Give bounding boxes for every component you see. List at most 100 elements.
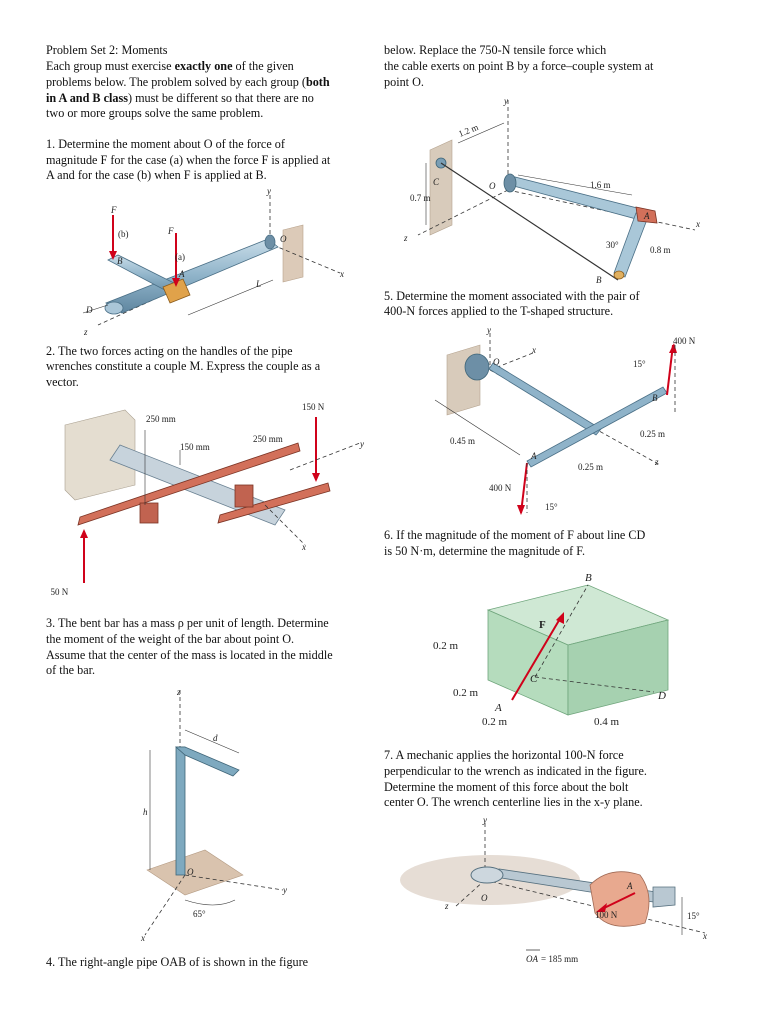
arrowhead xyxy=(172,278,180,287)
arrowhead xyxy=(556,612,564,624)
label-B: B xyxy=(585,572,592,584)
label-0.8m: 0.8 m xyxy=(650,245,671,255)
label-OA: OA xyxy=(526,954,538,964)
label-F-a: F xyxy=(167,226,174,236)
label-force-bottom: 150 N xyxy=(50,587,69,597)
label-F-b: F xyxy=(110,205,117,215)
label-250mm-a: 250 mm xyxy=(146,414,176,424)
problem-3-text: 3. The bent bar has a mass ρ per unit of… xyxy=(46,616,329,630)
intro-line-2: problems below. The problem solved by ea… xyxy=(46,75,330,91)
problem-2-text: vector. xyxy=(46,375,79,389)
page-title: Problem Set 2: Moments xyxy=(46,43,168,57)
mount-flange xyxy=(464,353,490,381)
z-axis xyxy=(489,369,661,466)
problem-7-text: 7. A mechanic applies the horizontal 100… xyxy=(384,748,624,762)
problem-4-text: below. Replace the 750-N tensile force w… xyxy=(384,43,607,57)
intro-emphasis: exactly one xyxy=(174,59,233,73)
arrowhead xyxy=(80,529,88,538)
label-C: C xyxy=(433,177,440,187)
intro-text: of the given xyxy=(232,59,294,73)
label-force-top: 400 N xyxy=(673,336,696,346)
wall-block xyxy=(64,409,136,501)
label-A: A xyxy=(494,702,502,714)
label-z: z xyxy=(403,233,408,243)
problem-5-text: 5. Determine the moment associated with … xyxy=(384,289,640,303)
dim-line xyxy=(82,304,109,314)
label-L: L xyxy=(255,279,261,289)
dim-line xyxy=(184,729,240,754)
label-0.4m: 0.4 m xyxy=(594,716,620,728)
label-O: O xyxy=(280,234,287,244)
arrowhead xyxy=(517,505,525,515)
figure-5-t-structure: y O x 400 N 15° B 0.45 m 0.25 m A 0.25 m… xyxy=(434,325,696,515)
label-z: z xyxy=(444,901,449,911)
label-B: B xyxy=(117,256,123,266)
label-z: z xyxy=(654,457,659,467)
problem-1-text: A and for the case (b) when F is applied… xyxy=(46,168,267,182)
label-0.45m: 0.45 m xyxy=(450,436,475,446)
intro-line-3: in A and B class) must be different so t… xyxy=(46,91,314,107)
label-x: x xyxy=(301,542,306,552)
arrowhead xyxy=(312,473,320,482)
label-O: O xyxy=(493,357,500,367)
pipe-OA xyxy=(509,176,646,221)
problem-7-text: perpendicular to the wrench as indicated… xyxy=(384,764,647,778)
wrench-left xyxy=(77,442,301,526)
label-OA-value: = 185 mm xyxy=(541,954,578,964)
main-pipe xyxy=(105,238,279,314)
figure-1-pipe-tee: F (b) F (a) B A O D L x y z xyxy=(82,186,344,335)
label-y: y xyxy=(282,885,287,895)
force-arrow-F xyxy=(511,616,562,701)
figure-3-bent-bar: z d h O 65° y x xyxy=(140,687,287,943)
x-axis xyxy=(507,189,696,231)
label-h: h xyxy=(143,807,148,817)
label-65deg: 65° xyxy=(193,909,206,919)
label-A: A xyxy=(626,881,633,891)
problem-6-text: is 50 N·m, determine the magnitude of F. xyxy=(384,544,586,558)
label-y: y xyxy=(503,96,508,106)
dim-line xyxy=(517,174,633,196)
label-angle-bottom: 15° xyxy=(545,502,558,512)
label-0.2m-b: 0.2 m xyxy=(453,687,479,699)
wrench-jaw xyxy=(234,484,254,508)
intro-emphasis: both xyxy=(305,75,330,89)
problem-4-text: 4. The right-angle pipe OAB of is shown … xyxy=(46,955,309,969)
problem-2-text: wrenches constitute a couple M. Express … xyxy=(46,359,321,373)
problem-6-text: 6. If the magnitude of the moment of F a… xyxy=(384,528,646,542)
arrowhead xyxy=(596,903,607,912)
label-B: B xyxy=(596,275,602,285)
intro-text: problems below. The problem solved by ea… xyxy=(46,75,306,89)
problem-5-text: 400-N forces applied to the T-shaped str… xyxy=(384,304,614,318)
arrowhead xyxy=(109,251,117,260)
pipe-AB xyxy=(613,212,649,278)
figure-4-right-angle-pipe: y 1.2 m C O 0.7 m 1.6 m A x 30° 0.8 m B … xyxy=(403,96,700,285)
dim-line xyxy=(434,399,521,456)
label-O: O xyxy=(489,181,496,191)
label-O: O xyxy=(481,893,488,903)
label-y: y xyxy=(486,325,491,335)
label-C: C xyxy=(530,673,538,685)
box-side-face xyxy=(567,619,669,716)
label-force-bottom: 400 N xyxy=(489,483,512,493)
label-0.25m-a: 0.25 m xyxy=(640,429,665,439)
label-angle-top: 15° xyxy=(633,359,646,369)
label-D: D xyxy=(85,305,93,315)
label-z: z xyxy=(176,687,181,697)
label-150mm: 150 mm xyxy=(180,442,210,452)
label-force-top: 150 N xyxy=(302,402,325,412)
intro-text: Each group must exercise xyxy=(46,59,175,73)
intro-line-1: Each group must exercise exactly one of … xyxy=(46,59,294,75)
problem-1-text: 1. Determine the moment about O of the f… xyxy=(46,137,285,151)
label-100N: 100 N xyxy=(595,910,618,920)
label-A: A xyxy=(530,451,537,461)
wrench-right xyxy=(217,482,331,524)
line-CD xyxy=(534,676,655,693)
label-d: d xyxy=(213,733,218,743)
label-0.2m-a: 0.2 m xyxy=(433,640,459,652)
figure-6-box: B F 0.2 m C 0.2 m D A 0.2 m 0.4 m xyxy=(433,572,670,728)
problem-2-text: 2. The two forces acting on the handles … xyxy=(46,344,293,358)
angle-arc xyxy=(184,899,236,906)
pipe-end xyxy=(104,301,124,315)
wrench-open-end xyxy=(652,886,676,908)
label-D: D xyxy=(657,690,666,702)
